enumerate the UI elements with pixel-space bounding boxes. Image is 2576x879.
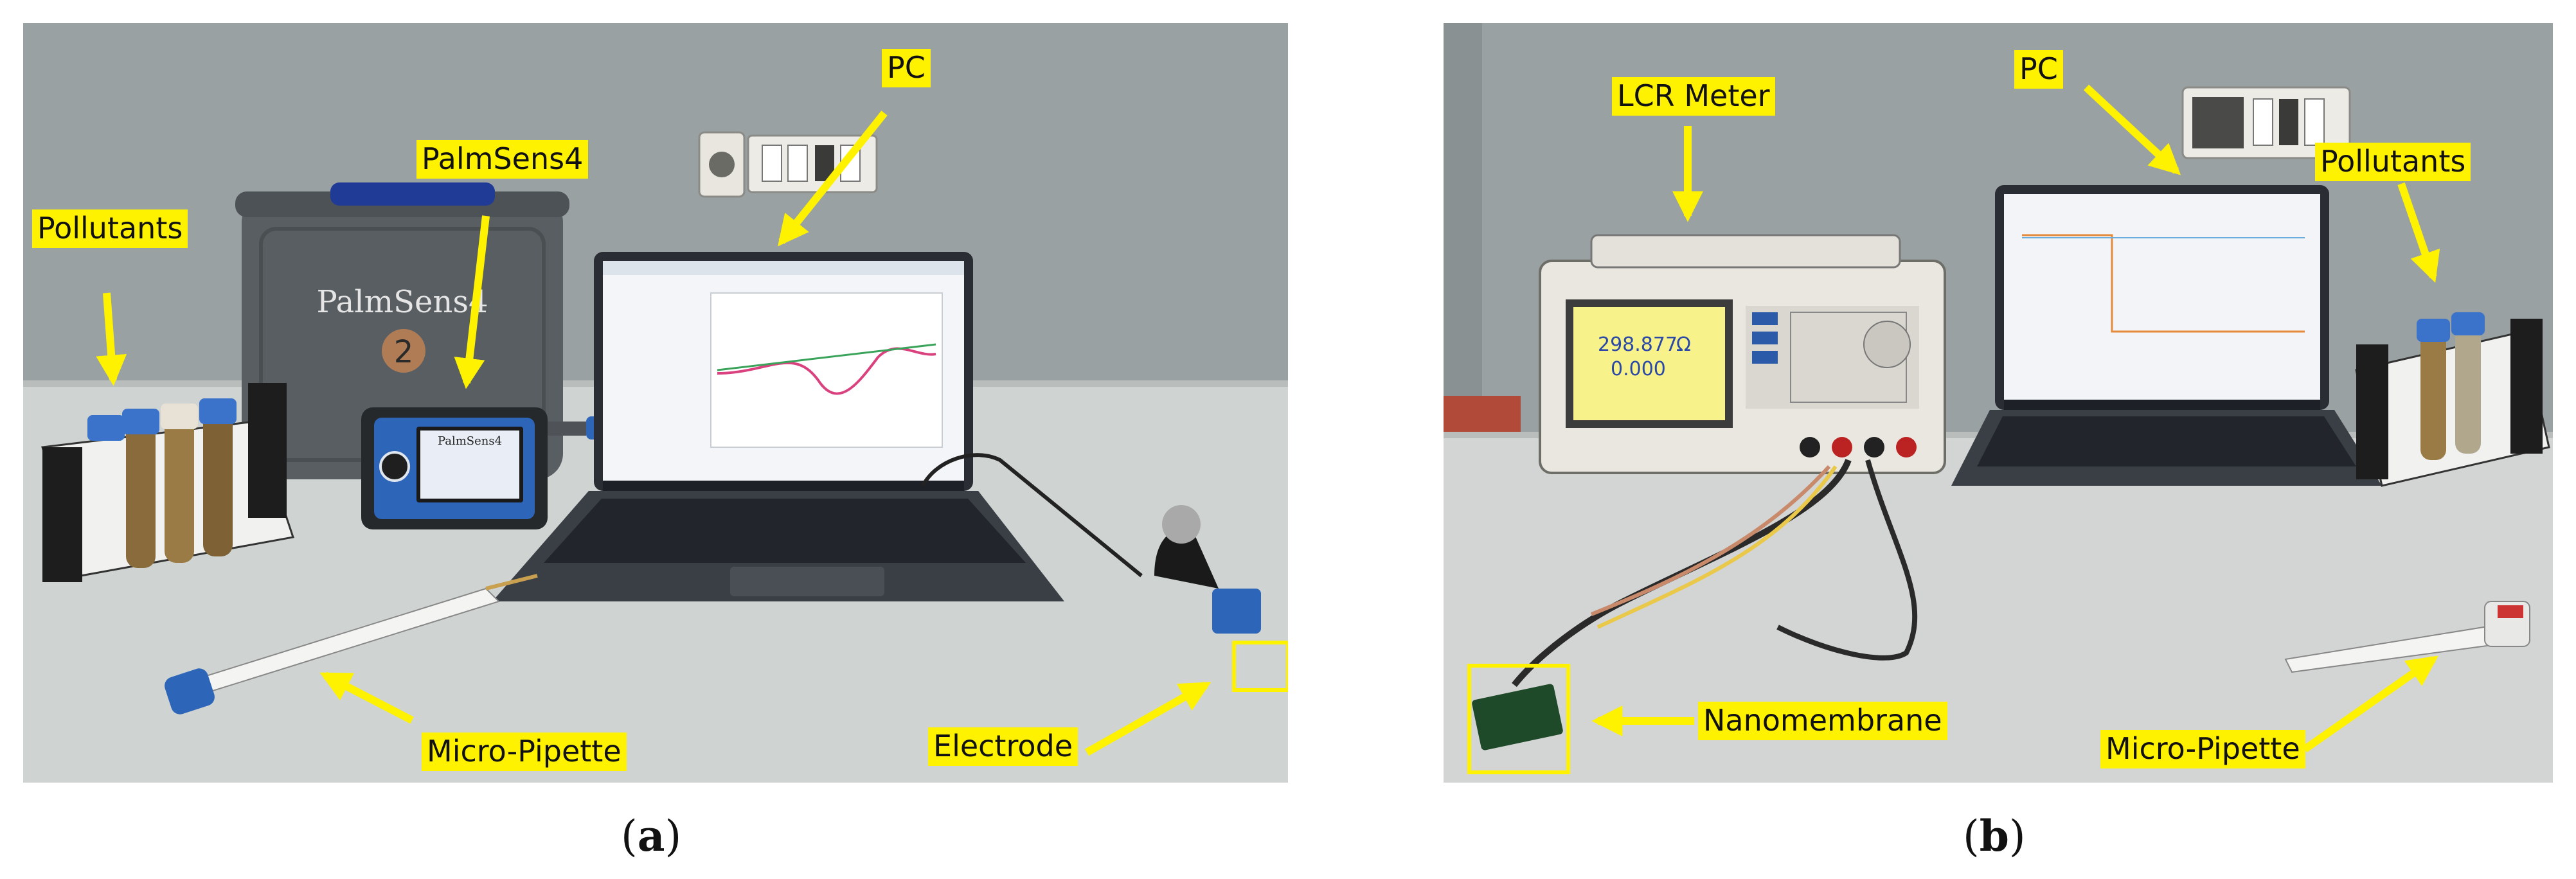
case-handle <box>330 182 495 206</box>
electrode-highlight-box <box>1232 641 1288 692</box>
lcr-unit-1: Ω <box>1676 333 1691 356</box>
electrode-stand <box>921 453 1288 692</box>
label-pollutants-a: Pollutants <box>32 209 188 248</box>
nanomembrane-highlight-box <box>1467 664 1570 774</box>
micro-pipette-a <box>165 574 538 715</box>
caption-a-letter: a <box>637 811 665 861</box>
label-micro-pipette-b: Micro-Pipette <box>2100 730 2305 768</box>
label-pc-a: PC <box>882 49 931 87</box>
arrows-panel-a <box>96 111 1212 756</box>
label-pollutants-b: Pollutants <box>2315 143 2471 181</box>
wall-socket <box>698 131 878 198</box>
palmsens-device: PalmSens4 <box>361 407 612 529</box>
caption-b-letter: b <box>1979 811 2009 861</box>
laptop-a <box>492 252 1064 601</box>
test-tube-rack <box>41 383 294 582</box>
micro-pipette-b <box>2284 601 2531 673</box>
wall-socket <box>2181 86 2351 159</box>
arrows-panel-b <box>1591 84 2440 752</box>
caption-a-open: ( <box>621 812 638 861</box>
lcr-reading-1: 298.877 <box>1598 333 1677 356</box>
cables <box>1512 459 1918 688</box>
caption-b-open: ( <box>1963 812 1980 861</box>
photo-panel-a: PalmSens4 2 PalmSens4 <box>23 23 1288 783</box>
photo-b-scene: 298.877 Ω 0.000 <box>1444 23 2553 783</box>
nanomembrane-board <box>1467 664 1570 774</box>
label-lcr-meter: LCR Meter <box>1612 77 1775 116</box>
laptop-b <box>1951 185 2382 486</box>
case-brand: PalmSens4 <box>317 284 488 320</box>
device-screen-brand: PalmSens4 <box>438 434 502 448</box>
lcr-meter: 298.877 Ω 0.000 <box>1539 234 1946 474</box>
label-pc-b: PC <box>2014 50 2063 89</box>
caption-a-close: ) <box>665 812 682 861</box>
case-number-sticker <box>382 329 425 373</box>
caption-b-close: ) <box>2008 812 2026 861</box>
label-palmsens4: PalmSens4 <box>416 140 589 179</box>
case-number: 2 <box>394 334 414 370</box>
caption-panel-b: (b) <box>1963 811 2026 861</box>
caption-panel-a: (a) <box>621 811 681 861</box>
label-nanomembrane: Nanomembrane <box>1698 702 1947 740</box>
lcr-reading-2: 0.000 <box>1611 358 1666 380</box>
photo-a-scene: PalmSens4 2 PalmSens4 <box>23 23 1288 783</box>
test-tube-rack <box>2355 312 2550 487</box>
label-electrode: Electrode <box>928 727 1078 766</box>
label-micro-pipette-a: Micro-Pipette <box>422 733 627 771</box>
photo-panel-b: 298.877 Ω 0.000 <box>1444 23 2553 783</box>
